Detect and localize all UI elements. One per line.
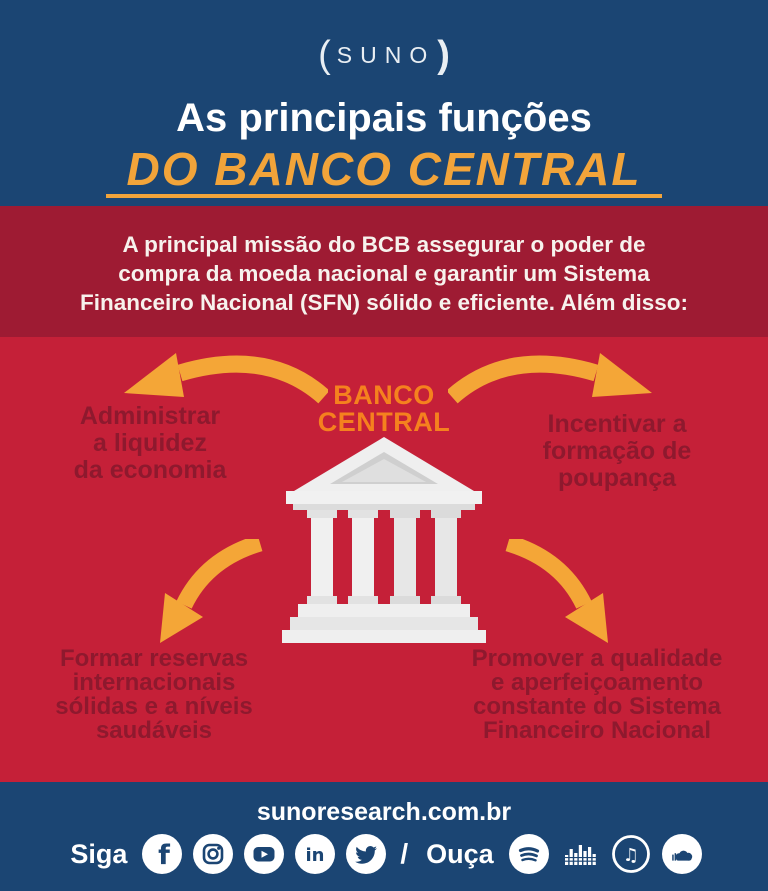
follow-label: Siga — [70, 838, 128, 869]
function-line: poupança — [557, 464, 677, 492]
page-title-line1: As principais funções — [176, 96, 592, 140]
svg-text:♫: ♫ — [623, 845, 639, 866]
soundcloud-icon[interactable] — [661, 834, 702, 874]
linkedin-icon[interactable]: in — [295, 834, 336, 874]
footer: sunoresearch.com.br Siga f in — [0, 782, 768, 891]
website-link[interactable]: sunoresearch.com.br — [256, 798, 512, 826]
intro-paragraph: A principal missão do BCB assegurar o po… — [0, 230, 768, 317]
youtube-icon[interactable] — [244, 834, 285, 874]
function-line: e aperfeiçoamento — [490, 669, 704, 696]
facebook-icon[interactable]: f — [142, 834, 183, 874]
svg-text:f: f — [158, 840, 170, 871]
bank-building-icon — [282, 437, 486, 643]
logo-paren-left: ( — [318, 34, 331, 76]
intro-band: A principal missão do BCB assegurar o po… — [0, 206, 768, 337]
banco-central-label: BANCO CENTRAL — [0, 382, 768, 436]
function-line: da economia — [73, 456, 227, 484]
function-line: a liquidez — [93, 429, 207, 457]
arrow-bottom-left-icon — [160, 539, 263, 643]
function-label-promover: Promover a qualidade e aperfeiçoamento c… — [452, 647, 742, 743]
function-line: Formar reservas — [59, 645, 249, 672]
separator-slash: / — [400, 838, 409, 869]
function-label-administrar: Administrar a liquidez da economia — [38, 403, 262, 484]
arrow-top-left-icon — [124, 353, 328, 404]
function-line: formação de — [542, 437, 692, 465]
function-line: saudáveis — [95, 717, 213, 744]
function-line: Incentivar a — [547, 410, 687, 438]
function-line: Administrar — [79, 402, 221, 430]
spotify-icon[interactable] — [508, 834, 549, 874]
function-line: internacionais — [72, 669, 236, 696]
banco-central-line1: BANCO — [333, 380, 435, 410]
banco-central-line2: CENTRAL — [317, 407, 451, 437]
instagram-icon[interactable] — [193, 834, 234, 874]
header: (SUNO) As principais funções DO BANCO CE… — [0, 0, 768, 206]
function-label-formar-reservas: Formar reservas internacionais sólidas e… — [28, 647, 280, 743]
function-line: Financeiro Nacional — [482, 717, 712, 744]
page-title-line2: DO BANCO CENTRAL — [126, 143, 642, 195]
social-row: Siga f in — [0, 834, 768, 874]
listen-label: Ouça — [426, 838, 494, 869]
arrow-bottom-right-icon — [505, 539, 608, 643]
intro-line-1: A principal missão do BCB assegurar o po… — [122, 232, 646, 257]
function-line: Promover a qualidade — [471, 645, 723, 672]
twitter-icon[interactable] — [346, 834, 387, 874]
logo-paren-right: ) — [437, 34, 450, 76]
svg-text:in: in — [306, 845, 325, 866]
diagram-section: BANCO CENTRAL — [0, 337, 768, 782]
logo-text: SUNO — [336, 42, 436, 68]
function-line: sólidas e a níveis — [55, 693, 253, 720]
deezer-icon[interactable] — [560, 834, 600, 874]
suno-logo: (SUNO) — [0, 34, 768, 77]
function-label-incentivar: Incentivar a formação de poupança — [502, 411, 732, 492]
function-line: constante do Sistema — [472, 693, 722, 720]
intro-line-2: compra da moeda nacional e garantir um S… — [118, 261, 650, 286]
title-underline — [106, 194, 662, 198]
itunes-icon[interactable]: ♫ — [611, 834, 651, 874]
arrow-top-right-icon — [448, 353, 652, 404]
intro-line-3: Financeiro Nacional (SFN) sólido e efici… — [79, 290, 689, 315]
